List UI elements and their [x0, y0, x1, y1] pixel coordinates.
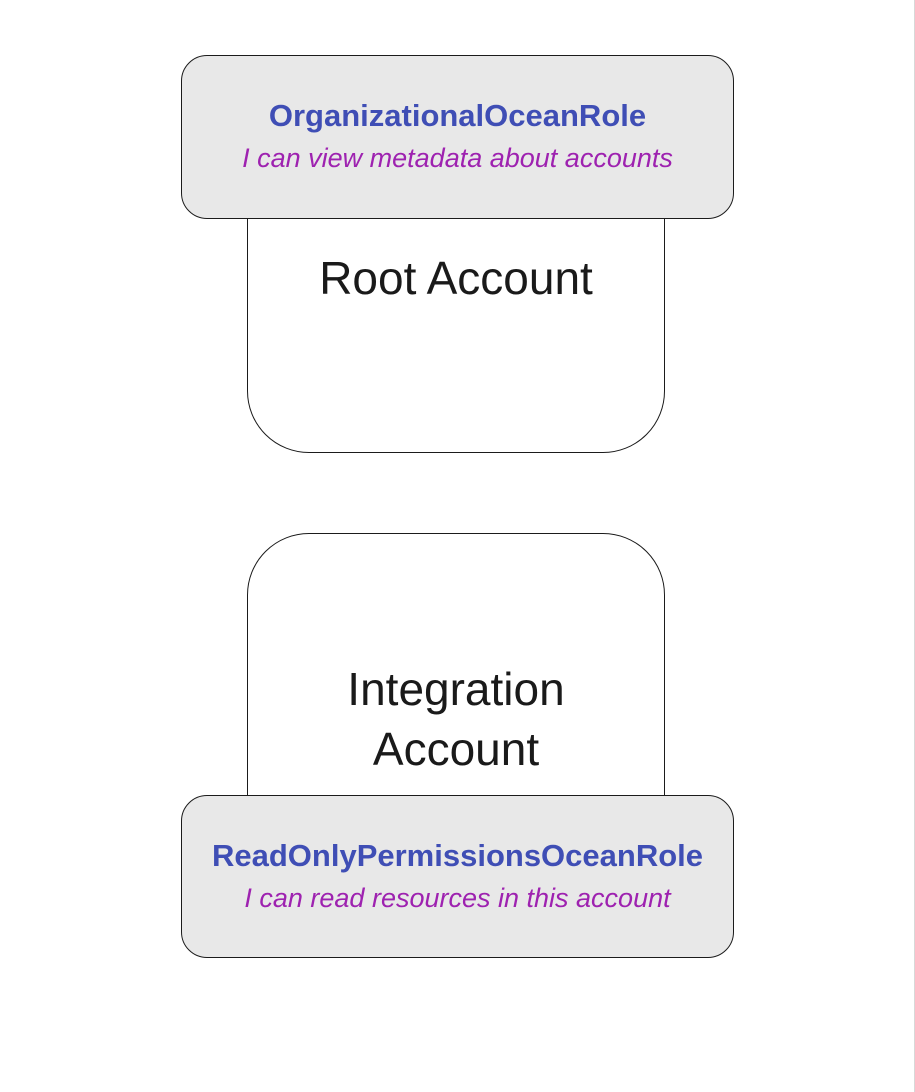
role-description-organizational: I can view metadata about accounts: [242, 143, 673, 173]
role-name-readonly: ReadOnlyPermissionsOceanRole: [211, 837, 704, 873]
node-organizational-ocean-role: OrganizationalOceanRole I can view metad…: [181, 55, 734, 219]
cluster-integration-account-label: Integration Account: [248, 659, 664, 779]
cluster-integration-account-label-text: Integration Account: [347, 663, 565, 775]
cluster-root-account-label: Root Account: [319, 252, 593, 304]
role-description-readonly: I can read resources in this account: [244, 882, 671, 913]
node-readonly-permissions-ocean-role: ReadOnlyPermissionsOceanRole I can read …: [181, 795, 734, 958]
role-name-organizational: OrganizationalOceanRole: [268, 98, 647, 133]
